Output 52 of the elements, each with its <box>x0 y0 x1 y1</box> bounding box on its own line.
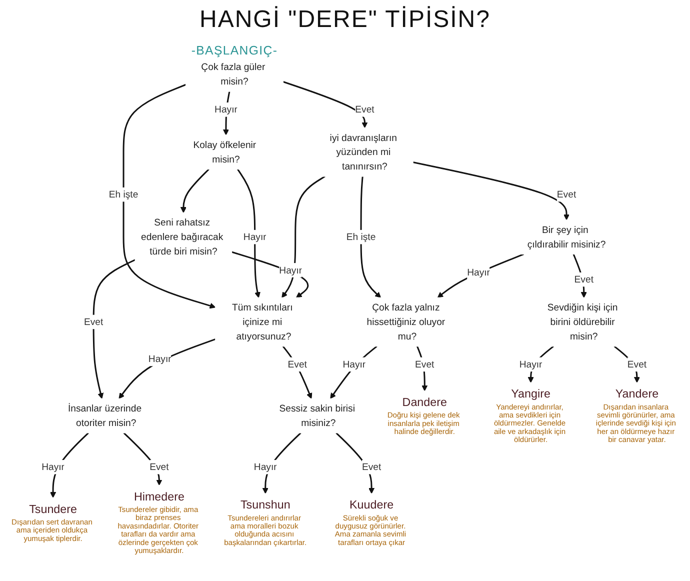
arrow <box>122 84 216 309</box>
edge-label: Eh işte <box>108 188 138 200</box>
edge-label: Hayır <box>342 358 366 370</box>
edge-label: Evet <box>415 358 434 370</box>
edge-label: Evet <box>150 461 169 472</box>
node-text: iyi davranışların yüzünden mi tanınırsın? <box>330 132 397 172</box>
arrow <box>237 168 260 298</box>
arrow <box>222 91 230 136</box>
edge-label: Evet <box>84 316 104 328</box>
arrow <box>330 346 378 399</box>
arrow <box>123 432 162 486</box>
edge-label: Eh işte <box>346 231 376 242</box>
arrow <box>572 254 587 298</box>
edge-label: Hayır <box>243 231 266 242</box>
edge-label: Evet <box>362 461 382 472</box>
arrow <box>412 162 570 220</box>
edge-label: Hayır <box>214 104 238 115</box>
node-text: Sessiz sakin birisi misiniz? <box>279 402 355 428</box>
edge-label: Hayır <box>519 358 542 370</box>
node-text: Tüm sıkıntıları içinize mi atıyorsunuz? <box>232 302 293 342</box>
edge-label: Hayır <box>467 266 490 278</box>
edge-label: Evet <box>627 358 647 370</box>
edge-label: Hayır <box>254 461 277 472</box>
edge-label: Hayır <box>279 264 302 276</box>
arrow <box>232 251 309 298</box>
edge-label: Hayır <box>42 461 64 472</box>
arrow <box>336 432 375 494</box>
arrow <box>282 346 312 399</box>
arrow <box>282 176 326 298</box>
node-text: Bir şey için çıldırabilir misiniz? <box>527 224 606 250</box>
edge-label: Evet <box>288 358 307 370</box>
node-text: İnsanlar üzerinde otoriter misin? <box>68 402 142 428</box>
arrow <box>614 346 640 383</box>
arrow <box>282 81 368 128</box>
node-text: Kolay öfkelenir misin? <box>193 139 256 164</box>
edge-label: Hayır <box>148 353 172 364</box>
edge-label: Evet <box>556 188 576 200</box>
node-text: Sevdiğin kişi için birini öldürebilir misin? <box>547 302 618 342</box>
arrow <box>262 432 302 494</box>
title: HANGİ "DERE" TİPİSİN? <box>200 6 490 34</box>
edge-label: Evet <box>574 274 594 285</box>
arrow <box>528 346 554 383</box>
node-text: Seni rahatsız edenlere bağıracak türde biri misin? <box>141 216 224 257</box>
arrow <box>437 253 524 298</box>
arrow <box>50 432 89 498</box>
node-text: Çok fazla yalnız hissettiğiniz oluyor mu? <box>366 302 446 342</box>
arrow <box>92 259 136 399</box>
arrow <box>180 168 210 213</box>
arrow <box>360 176 382 298</box>
node-text: -BAŞLANGIÇ- Çok fazla güler misin? <box>191 44 278 87</box>
arrow <box>118 338 216 399</box>
edge-label: Evet <box>355 104 374 115</box>
